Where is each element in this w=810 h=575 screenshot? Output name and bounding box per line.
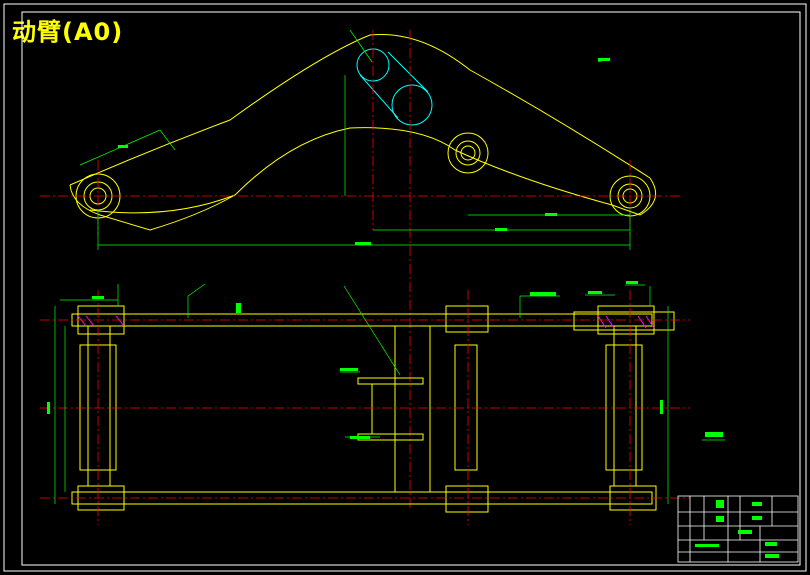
- drawing-title: 动臂(A0): [12, 18, 124, 46]
- cylinder-lug: [356, 48, 433, 126]
- plan-section-hatch: [77, 315, 655, 329]
- plan-view-centerlines: [40, 290, 690, 525]
- outer-frame: [3, 3, 807, 572]
- boom-side-view: [69, 33, 657, 231]
- side-view-dim-text: [118, 58, 610, 245]
- plan-view-dim-text: [47, 281, 723, 439]
- inner-frame: [21, 11, 801, 566]
- title-block-text: [695, 500, 779, 558]
- side-view-dimensions: [79, 29, 631, 250]
- plan-view-dimensions: [54, 283, 725, 504]
- boom-pins: [75, 132, 651, 219]
- title-block: [677, 495, 799, 563]
- plan-view-outline: [71, 305, 675, 513]
